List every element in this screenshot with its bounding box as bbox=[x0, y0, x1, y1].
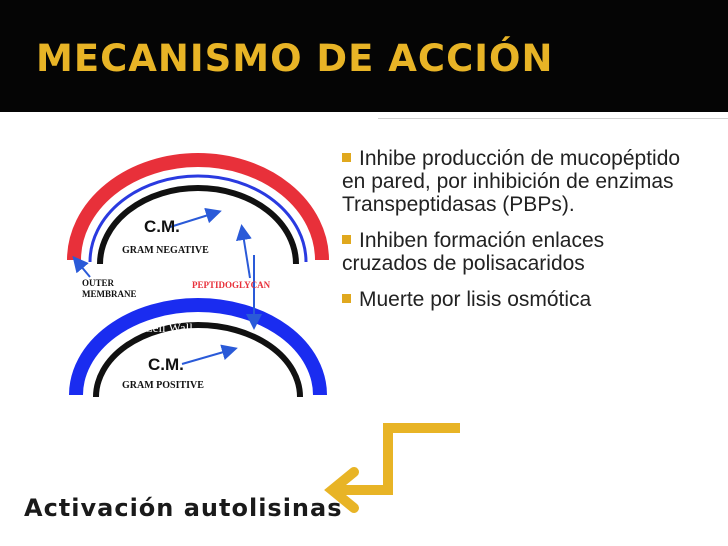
cell-wall-diagram: C.M. GRAM NEGATIVE OUTER MEMBRANE PEPTID… bbox=[67, 153, 329, 398]
outer-membrane-label-2: MEMBRANE bbox=[82, 289, 137, 299]
bullet-text: Inhibe producción de mucopéptido en pare… bbox=[342, 147, 681, 216]
autolysin-activation-label: Activación autolisinas bbox=[24, 494, 343, 522]
gram-positive-label: GRAM POSITIVE bbox=[122, 380, 204, 391]
cell-wall-arc bbox=[69, 298, 327, 396]
gram-positive-arcs bbox=[69, 298, 327, 398]
membrane-arc bbox=[97, 185, 299, 265]
gram-negative-arcs bbox=[67, 153, 329, 265]
outer-arrow bbox=[72, 255, 91, 278]
labels: C.M. GRAM NEGATIVE OUTER MEMBRANE PEPTID… bbox=[82, 217, 271, 391]
bullet-text: Inhiben formación enlaces cruzados de po… bbox=[342, 229, 605, 275]
outer-membrane-arc bbox=[67, 153, 329, 261]
cm-arc bbox=[93, 322, 303, 398]
bullet-marker-icon bbox=[342, 294, 351, 303]
peptidoglycan-arc bbox=[88, 174, 308, 263]
bullet-text: Muerte por lisis osmótica bbox=[359, 288, 592, 311]
bullet-list: Inhibe producción de mucopéptido en pare… bbox=[342, 147, 682, 324]
bullet-item: Inhibe producción de mucopéptido en pare… bbox=[342, 147, 682, 216]
bullet-marker-icon bbox=[342, 235, 351, 244]
peptidoglycan-label: PEPTIDOGLYCAN bbox=[192, 280, 271, 290]
top-cm-label: C.M. bbox=[144, 217, 180, 236]
slide-title: Mecanismo de acción bbox=[36, 37, 554, 80]
title-divider bbox=[378, 118, 728, 119]
bullet-item: Inhiben formación enlaces cruzados de po… bbox=[342, 229, 682, 275]
bottom-cm-label: C.M. bbox=[148, 355, 184, 374]
cm-arrow-top bbox=[169, 207, 222, 228]
outer-membrane-label-1: OUTER bbox=[82, 278, 115, 288]
title-bar: Mecanismo de acción bbox=[0, 0, 728, 112]
peptidoglycan-arrow bbox=[235, 224, 252, 279]
bullet-marker-icon bbox=[342, 153, 351, 162]
connector-arrow-icon bbox=[324, 423, 460, 513]
cm-arrow-bottom bbox=[181, 344, 238, 365]
cell-wall-label: Cell Wall bbox=[144, 320, 193, 335]
arrows bbox=[72, 207, 262, 365]
gram-negative-label: GRAM NEGATIVE bbox=[122, 245, 209, 256]
bullet-item: Muerte por lisis osmótica bbox=[342, 288, 682, 311]
